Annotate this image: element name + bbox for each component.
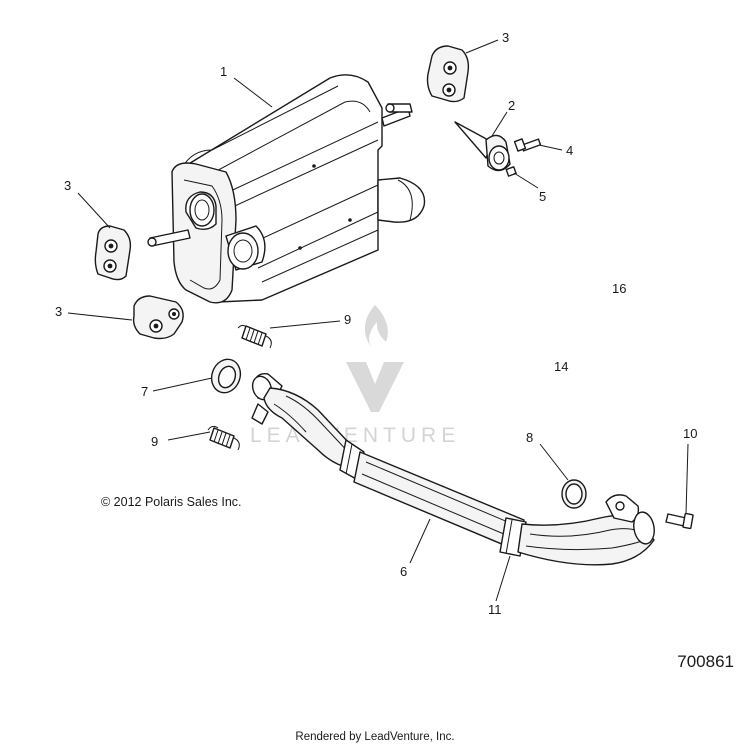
callout-9-lower: 9 (151, 434, 158, 449)
callout-4: 4 (566, 143, 573, 158)
rubber-isolator-part-bottom (132, 295, 184, 340)
callout-3-bottom: 3 (55, 304, 62, 319)
spring-part-lower (207, 425, 240, 451)
callout-5: 5 (539, 189, 546, 204)
callout-labels: 1 2 3 3 3 4 5 6 7 8 9 9 10 11 14 16 (55, 30, 697, 617)
watermark-flame-icon (364, 305, 388, 348)
callout-1: 1 (220, 64, 227, 79)
callout-6: 6 (400, 564, 407, 579)
spring-part-upper (237, 324, 272, 349)
callout-3-top: 3 (502, 30, 509, 45)
head-pipe-part (251, 373, 655, 566)
callout-9-upper: 9 (344, 312, 351, 327)
screw-part (513, 138, 542, 152)
callout-11: 11 (488, 602, 502, 617)
watermark-text: LEADVENTURE (250, 424, 460, 447)
nut-part (505, 166, 517, 177)
copyright-notice: © 2012 Polaris Sales Inc. (101, 495, 242, 509)
callout-16: 16 (612, 281, 626, 296)
seal-ring-part (561, 479, 587, 509)
bolt-part (665, 512, 694, 530)
footer-credit: Rendered by LeadVenture, Inc. (295, 731, 455, 743)
drawing-number: 700861 (677, 652, 734, 671)
callout-14: 14 (554, 359, 568, 374)
muffler-part (147, 74, 426, 304)
leader-lines (67, 39, 689, 602)
callout-10: 10 (683, 426, 697, 441)
leadventure-watermark: LEADVENTURE (250, 305, 460, 447)
gasket-part (210, 358, 242, 394)
watermark-v-icon (346, 362, 404, 412)
callout-2: 2 (508, 98, 515, 113)
rubber-isolator-part-top (426, 45, 470, 103)
spark-arrestor-part (454, 121, 511, 172)
callout-7: 7 (141, 384, 148, 399)
callout-3-left: 3 (64, 178, 71, 193)
callout-8: 8 (526, 430, 533, 445)
rubber-isolator-part-left (94, 225, 132, 281)
